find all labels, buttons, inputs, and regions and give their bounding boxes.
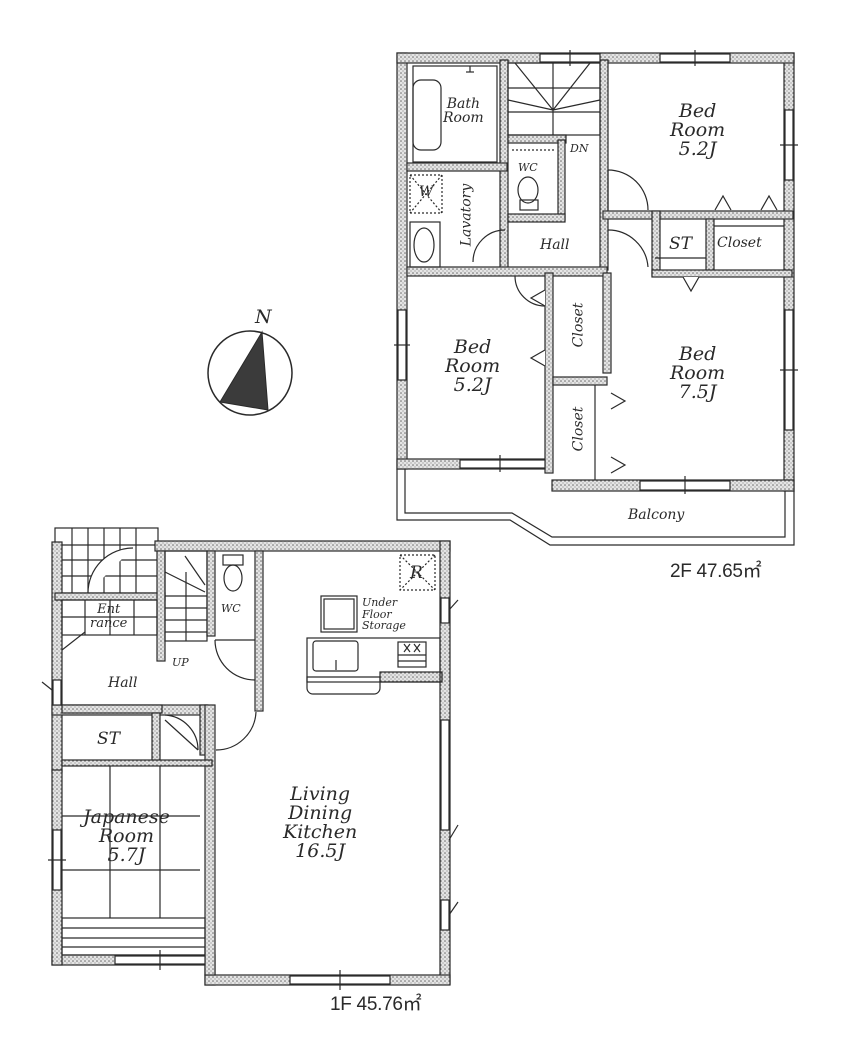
under-floor-storage-label: Under Floor Storage: [362, 596, 406, 633]
room-label-entrance: Ent rance: [90, 602, 128, 631]
room-label-bath: Bath Room: [443, 96, 484, 126]
room-label-hall-2f: Hall: [540, 237, 570, 253]
entrance-tiles: [61, 599, 158, 651]
room-label-closet-ne: Closet: [717, 235, 762, 251]
toilet-2f-icon: [517, 176, 539, 204]
washer-label: W: [419, 184, 434, 200]
room-label-lavatory: Lavatory: [458, 183, 475, 247]
floor-2-plan: [394, 50, 798, 546]
kitchen-sink-icon: [312, 640, 359, 672]
stairs-down-label: DN: [570, 142, 589, 155]
compass-north-label: N: [255, 306, 272, 328]
kitchen-counter: [306, 637, 441, 683]
room-label-japanese-room: Japanese Room 5.7J: [83, 806, 170, 866]
room-label-closet-lower: Closet: [570, 406, 587, 452]
porch-tiles: [54, 527, 159, 594]
washer-icon: [409, 174, 443, 214]
lavatory-sink-icon: [413, 227, 435, 263]
room-label-hall-1f: Hall: [108, 675, 138, 691]
under-floor-storage-icon: [320, 595, 358, 633]
floor-1-windows: [48, 597, 450, 990]
room-label-st-1f: ST: [97, 729, 120, 749]
bathtub-icon: [412, 79, 442, 151]
room-label-st-2f: ST: [669, 234, 692, 254]
toilet-1f-icon: [223, 564, 243, 592]
refrigerator-label: R: [410, 563, 423, 583]
compass-icon: [207, 330, 293, 416]
room-label-bedroom-ne: Bed Room 5.2J: [670, 100, 726, 160]
floor-2-windows: [394, 50, 798, 494]
room-label-ldk: Living Dining Kitchen 16.5J: [283, 783, 358, 862]
room-label-bedroom-e: Bed Room 7.5J: [670, 343, 726, 403]
stairs-1f-icon: [164, 550, 208, 642]
balcony-outline: [396, 469, 795, 546]
floor-1-plan: [41, 527, 459, 990]
room-label-wc-2f: WC: [518, 161, 538, 174]
tatami-step: [164, 719, 199, 751]
room-label-wc-1f: WC: [221, 602, 241, 615]
floor-1-area-label: 1F 45.76㎡: [330, 994, 422, 1015]
room-label-balcony: Balcony: [628, 507, 685, 523]
door-arc: [607, 169, 649, 211]
tatami-lines: [61, 766, 206, 956]
stove-icon: [397, 641, 427, 668]
floor-2-interior-walls: [406, 59, 794, 474]
floor-2-area-label: 2F 47.65㎡: [670, 561, 762, 582]
stairs-up-label: UP: [172, 656, 189, 669]
room-label-closet-upper: Closet: [570, 302, 587, 348]
room-label-bedroom-w: Bed Room 5.2J: [445, 336, 501, 396]
stairs-2f-icon: [507, 62, 601, 136]
refrigerator-icon: [399, 554, 436, 591]
